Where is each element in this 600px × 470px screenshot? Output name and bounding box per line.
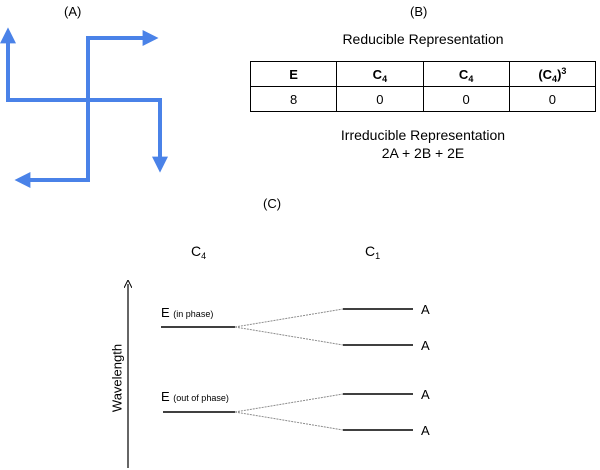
group-label-c4: C4 [191,243,207,261]
panel-label-c: (C) [263,196,282,211]
connector-out-phase-lower [234,411,344,431]
wavelength-axis-label: Wavelength [109,343,125,413]
header-cell-e: E [249,61,338,87]
connector-in-phase-lower [234,326,344,346]
character-table-header-row: E C4 C4 (C4)3 [249,61,597,87]
level-label-e-out-of-phase: E (out of phase) [161,389,229,404]
connector-out-phase-upper [234,393,344,413]
character-table-value-row: 8 0 0 0 [249,86,597,112]
split-label-a-2: A [421,338,430,353]
split-label-a-4: A [421,423,430,438]
group-label-c1: C1 [365,243,381,261]
arrow-up-left [0,27,88,102]
panel-label-b: (B) [410,4,428,19]
header-cell-c4-second: C4 [422,61,510,87]
reducible-rep-title: Reducible Representation [342,31,504,47]
connector-in-phase-upper [234,308,344,328]
arrow-left-bottom [14,100,90,188]
correlation-lines [0,270,413,468]
split-label-a-3: A [421,387,430,402]
arrow-right-top [86,30,159,100]
value-cell-c4-second: 0 [422,86,510,112]
value-cell-e: 8 [249,86,338,112]
panel-label-a: (A) [64,4,82,19]
header-cell-c4-cubed: (C4)3 [508,61,597,87]
arrow-down-right [88,98,168,173]
value-cell-c4: 0 [336,86,424,112]
irreducible-rep-title: Irreducible Representation [340,127,506,143]
level-label-e-in-phase: E (in phase) [161,305,214,320]
value-cell-c4-cubed: 0 [508,86,597,112]
header-cell-c4: C4 [336,61,424,87]
irreducible-rep-value: 2A + 2B + 2E [381,145,465,161]
split-label-a-1: A [421,302,430,317]
character-table: E C4 C4 (C4)3 8 0 0 0 [249,61,597,112]
arrow-pinwheel-diagram [0,27,168,188]
